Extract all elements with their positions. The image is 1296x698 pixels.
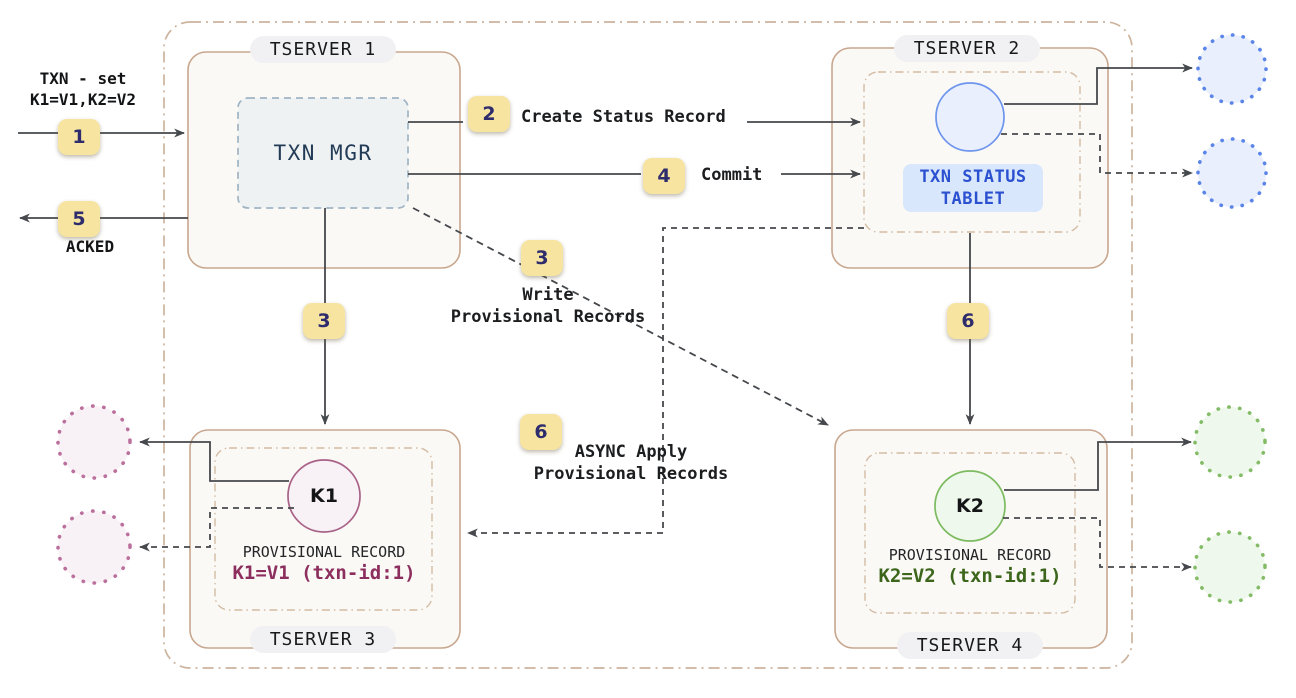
ts3-record-value: K1=V1 (txn-id:1) (232, 562, 416, 584)
txn-status-tablet-circle (935, 82, 1005, 152)
k2-replica-circle-2 (1193, 530, 1267, 604)
arrow-status-replication-2-dashed (1001, 133, 1193, 178)
acked-label: ACKED (65, 237, 115, 256)
cluster-boundary (163, 21, 1133, 669)
txn-request-line2: K1=V1,K2=V2 (30, 90, 136, 109)
async-apply-line2: Provisional Records (533, 464, 729, 484)
txn-status-tablet-chip: TXN STATUS TABLET (903, 164, 1043, 212)
arrow-k2-replication-2-dashed (1003, 517, 1192, 572)
step-badge-4: 4 (643, 158, 685, 194)
k1-key-label: K1 (310, 485, 338, 507)
step-badge-6-vertical: 6 (947, 303, 989, 339)
tserver1-pill: TSERVER 1 (250, 36, 396, 63)
txn-request-label: TXN - set K1=V1,K2=V2 (18, 68, 148, 110)
txn-status-tablet-line1: TXN STATUS (919, 167, 1027, 187)
step-badge-5: 5 (58, 201, 100, 237)
k2-replica-circle-1 (1193, 405, 1267, 479)
txn-mgr-label: TXN MGR (273, 141, 373, 165)
k2-key-label: K2 (956, 495, 984, 517)
status-replica-circle-1 (1196, 33, 1268, 105)
write-provisional-line2: Provisional Records (450, 307, 646, 327)
write-provisional-label: Write Provisional Records (443, 284, 653, 328)
ts3-record-title: PROVISIONAL RECORD (242, 543, 406, 561)
arrow-k1-replication-2-dashed (139, 507, 294, 552)
step-badge-6-label: 6 (520, 414, 562, 450)
k1-replica-circle-2 (56, 509, 132, 585)
write-provisional-line1: Write (522, 285, 574, 305)
arrow-k2-replication-1 (1004, 437, 1192, 491)
step-badge-1: 1 (58, 119, 100, 155)
async-apply-label: ASYNC Apply Provisional Records (526, 441, 736, 485)
txn-mgr-box (237, 97, 409, 209)
arrow-k1-replication-1 (139, 437, 289, 482)
commit-label: Commit (701, 165, 763, 185)
step-badge-3-label: 3 (521, 240, 563, 276)
txn-request-line1: TXN - set (39, 69, 127, 88)
ts4-record-value: K2=V2 (txn-id:1) (878, 565, 1062, 587)
tserver4-tablet-region (864, 452, 1076, 614)
k2-tablet-circle (934, 470, 1006, 542)
tserver2-tablet-region (863, 71, 1081, 233)
async-apply-line1: ASYNC Apply (574, 442, 688, 462)
step-badge-3-vertical: 3 (303, 303, 345, 339)
arrow-step6-async-apply-dashed (467, 227, 864, 538)
tserver3-pill: TSERVER 3 (250, 626, 396, 653)
k1-tablet-circle (287, 459, 361, 533)
tserver4-pill: TSERVER 4 (897, 632, 1043, 659)
tserver2-pill: TSERVER 2 (894, 35, 1040, 62)
create-status-record-label: Create Status Record (521, 107, 726, 127)
ts4-record-title: PROVISIONAL RECORD (888, 546, 1052, 564)
txn-status-tablet-line2: TABLET (940, 189, 1006, 209)
step-badge-2: 2 (468, 96, 510, 132)
status-replica-circle-2 (1196, 137, 1268, 209)
arrow-status-replication-1 (1004, 63, 1193, 105)
arrow-step3-write-k2-dashed (412, 207, 829, 426)
tserver3-tablet-region (214, 447, 433, 611)
k1-replica-circle-1 (56, 404, 132, 480)
